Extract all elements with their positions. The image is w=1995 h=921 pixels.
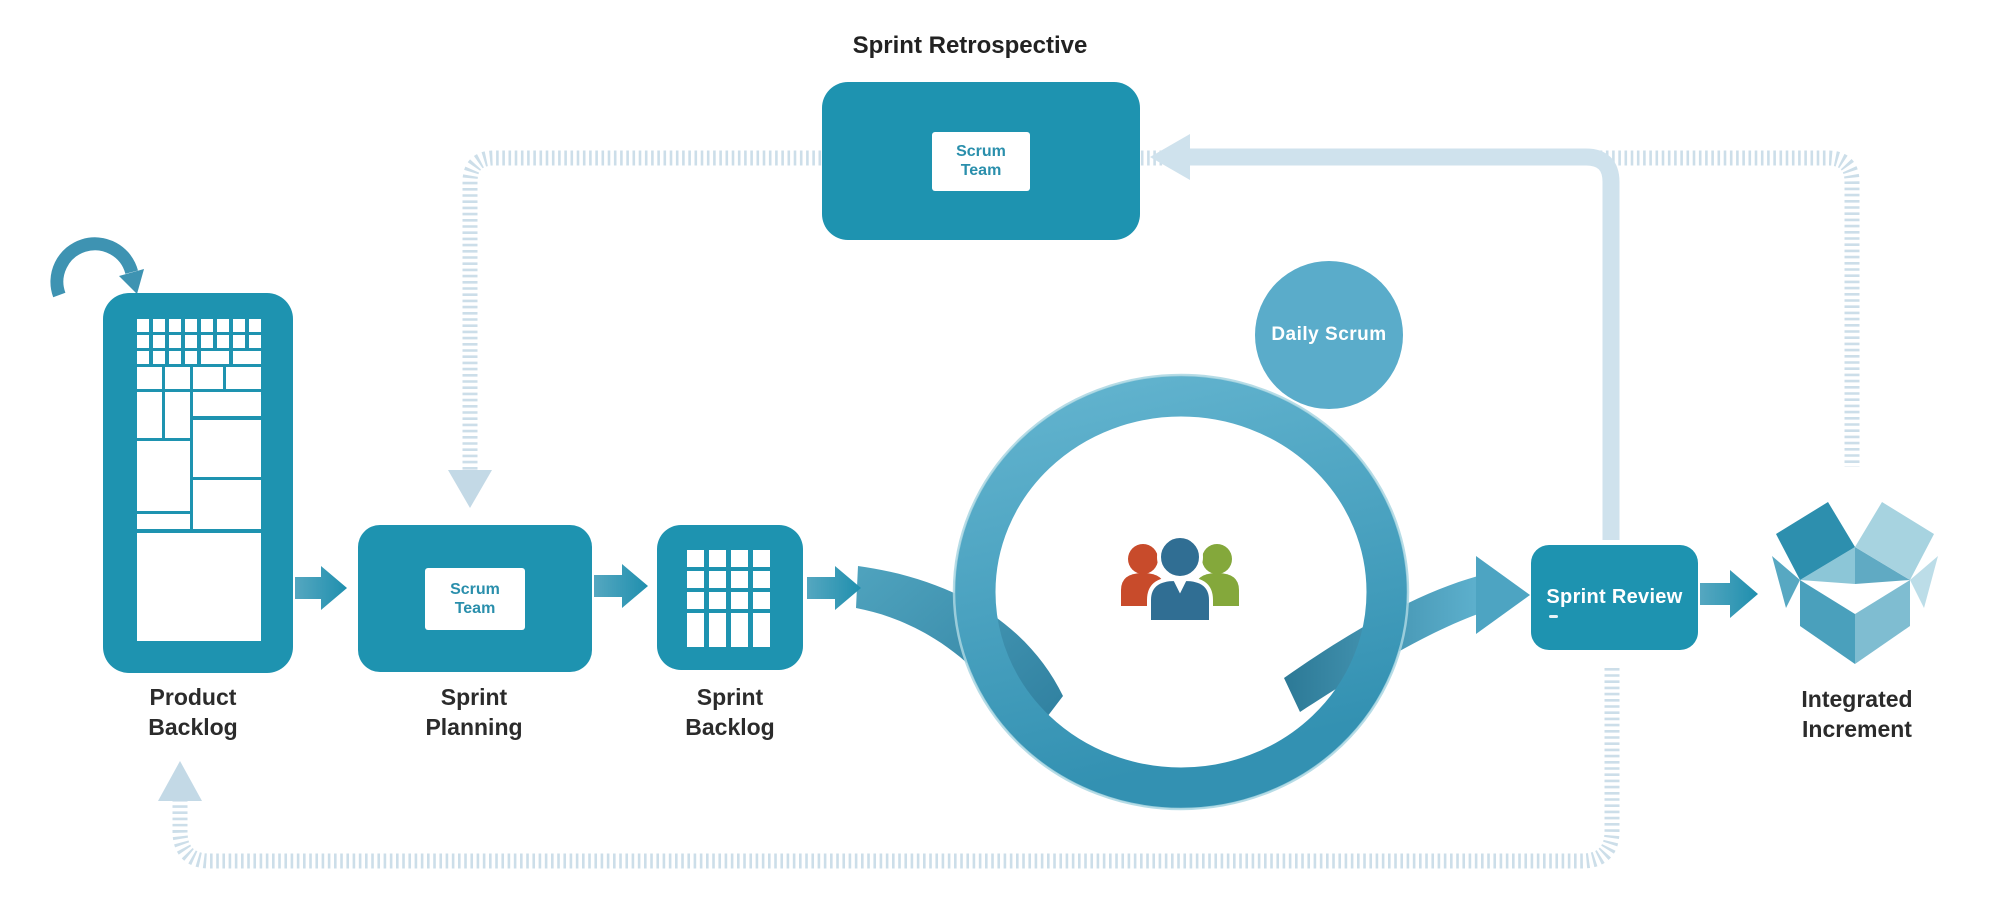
task-grid-icon (657, 525, 803, 670)
sprint-review-box: Sprint Review (1531, 545, 1698, 650)
review-to-retrospective-path (1150, 134, 1620, 540)
sprint-planning-label: Sprint Planning (425, 684, 523, 740)
sprint-retrospective-title: Sprint Retrospective (852, 32, 1088, 59)
backlog-treemap-icon (103, 293, 293, 673)
sprint-review-dash (1549, 615, 1558, 618)
sprint-retrospective-box: Scrum Team (822, 82, 1140, 240)
arrow-sprint-backlog-to-cycle (807, 566, 861, 610)
dotted-feedback-top-path (448, 150, 1860, 508)
integrated-increment-label: Integrated Increment (1801, 686, 1913, 742)
arrow-review-to-increment (1700, 570, 1758, 618)
arrow-backlog-to-planning (295, 566, 347, 610)
sprint-planning-box: Scrum Team (358, 525, 592, 672)
product-backlog-label: Product Backlog (148, 684, 238, 740)
arrowhead-into-sprint-review (1476, 556, 1530, 634)
sprint-backlog-label: Sprint Backlog (685, 684, 775, 740)
refresh-cycle-icon (50, 237, 144, 298)
arrowhead-down-into-planning (448, 470, 492, 508)
arrowhead-up-into-backlog (158, 761, 202, 801)
scrum-team-chip: Scrum Team (425, 567, 525, 630)
arrowhead-left-into-retrospective (1150, 134, 1190, 180)
arrow-planning-to-sprint-backlog (594, 564, 648, 608)
scrum-team-chip: Scrum Team (932, 131, 1030, 191)
sprint-cycle-ring (952, 373, 1410, 811)
dotted-feedback-bottom-path (158, 668, 1620, 869)
daily-scrum-circle: Daily Scrum (1255, 261, 1403, 409)
people-group-icon (1121, 534, 1239, 624)
open-box-icon (1772, 502, 1938, 664)
